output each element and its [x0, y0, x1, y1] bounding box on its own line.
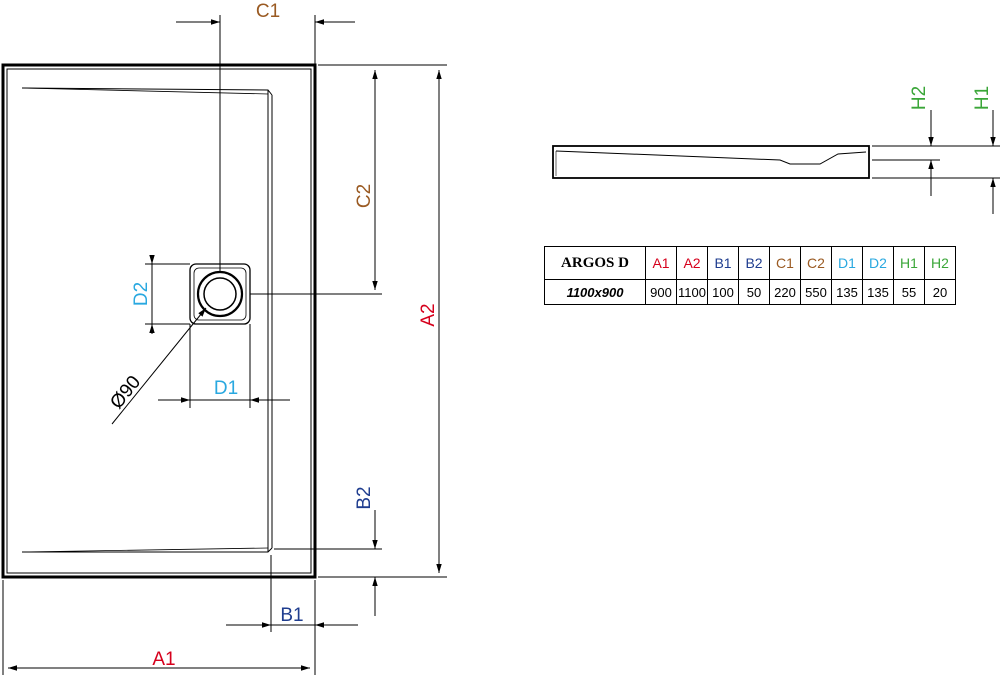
label-b2: B2: [354, 486, 375, 509]
tray-side-view: [552, 145, 870, 179]
label-c1: C1: [256, 1, 280, 22]
val-h2: 20: [924, 279, 956, 305]
drain-inner-circle: [203, 277, 237, 311]
val-c2: 550: [800, 279, 832, 305]
col-head-a1: A1: [645, 246, 677, 280]
label-h2: H2: [909, 86, 930, 110]
label-d2: D2: [131, 282, 152, 306]
col-head-d2: D2: [862, 246, 894, 280]
model-name: ARGOS D: [544, 246, 646, 280]
label-d1: D1: [214, 378, 238, 399]
tray-top-view: [1, 63, 317, 579]
drain-cover-inner: [193, 267, 247, 321]
spec-table: ARGOS D A1 A2 B1 B2 C1 C2 D1 D2 H1 H2 11…: [544, 246, 956, 305]
tray-outline: [1, 63, 317, 579]
val-d1: 135: [831, 279, 863, 305]
label-c2: C2: [354, 184, 375, 208]
val-b1: 100: [707, 279, 739, 305]
label-b1: B1: [280, 605, 303, 626]
channel-bottom-edge: [22, 547, 273, 553]
col-head-h2: H2: [924, 246, 956, 280]
col-head-d1: D1: [831, 246, 863, 280]
spec-table-value-row: 1100x900 900 1100 100 50 220 550 135 135…: [544, 279, 956, 305]
channel-bottom-wedge: [21, 547, 269, 553]
val-d2: 135: [862, 279, 894, 305]
label-h1: H1: [972, 86, 993, 110]
col-head-b2: B2: [738, 246, 770, 280]
profile-slope: [555, 150, 867, 165]
profile-dimension-lines: [872, 110, 1000, 214]
col-head-a2: A2: [676, 246, 708, 280]
val-b2: 50: [738, 279, 770, 305]
model-size: 1100x900: [544, 279, 646, 305]
val-c1: 220: [769, 279, 801, 305]
dimension-lines: [2, 15, 447, 675]
col-head-h1: H1: [893, 246, 925, 280]
label-a2: A2: [418, 303, 439, 326]
profile-outline: [552, 145, 870, 179]
channel-top-wedge: [21, 87, 269, 95]
label-diameter: Ø90: [106, 372, 145, 413]
val-a1: 900: [645, 279, 677, 305]
spec-table-header-row: ARGOS D A1 A2 B1 B2 C1 C2 D1 D2 H1 H2: [544, 246, 956, 280]
col-head-b1: B1: [707, 246, 739, 280]
tray-inner-outline: [6, 68, 312, 574]
col-head-c1: C1: [769, 246, 801, 280]
val-h1: 55: [893, 279, 925, 305]
val-a2: 1100: [676, 279, 708, 305]
drain: [189, 263, 251, 325]
col-head-c2: C2: [800, 246, 832, 280]
label-a1: A1: [152, 649, 175, 670]
